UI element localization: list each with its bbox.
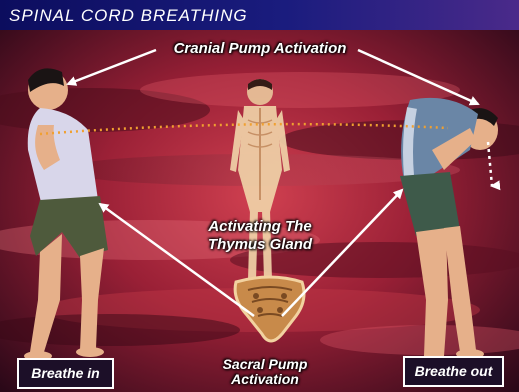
- label-sacral-line1: Sacral Pump: [190, 357, 340, 372]
- breathe-in-box: Breathe in: [17, 358, 114, 389]
- label-cranial-pump: Cranial Pump Activation: [150, 40, 370, 57]
- arrow-cranial-left: [68, 50, 156, 84]
- breathe-out-box: Breathe out: [403, 356, 504, 387]
- label-sacral-line2: Activation: [190, 372, 340, 387]
- label-thymus: Activating The Thymus Gland: [180, 218, 340, 254]
- figure-breathe-out: [400, 98, 498, 365]
- figure-breathe-in: [24, 68, 108, 361]
- label-sacral-pump: Sacral Pump Activation: [190, 357, 340, 387]
- title-bar: SPINAL CORD BREATHING: [0, 0, 519, 30]
- arrow-cranial-right: [358, 50, 478, 104]
- label-thymus-line2: Thymus Gland: [180, 236, 340, 254]
- downward-dotted-arrow: [488, 142, 492, 186]
- label-thymus-line1: Activating The: [180, 218, 340, 236]
- page-title: SPINAL CORD BREATHING: [9, 6, 248, 26]
